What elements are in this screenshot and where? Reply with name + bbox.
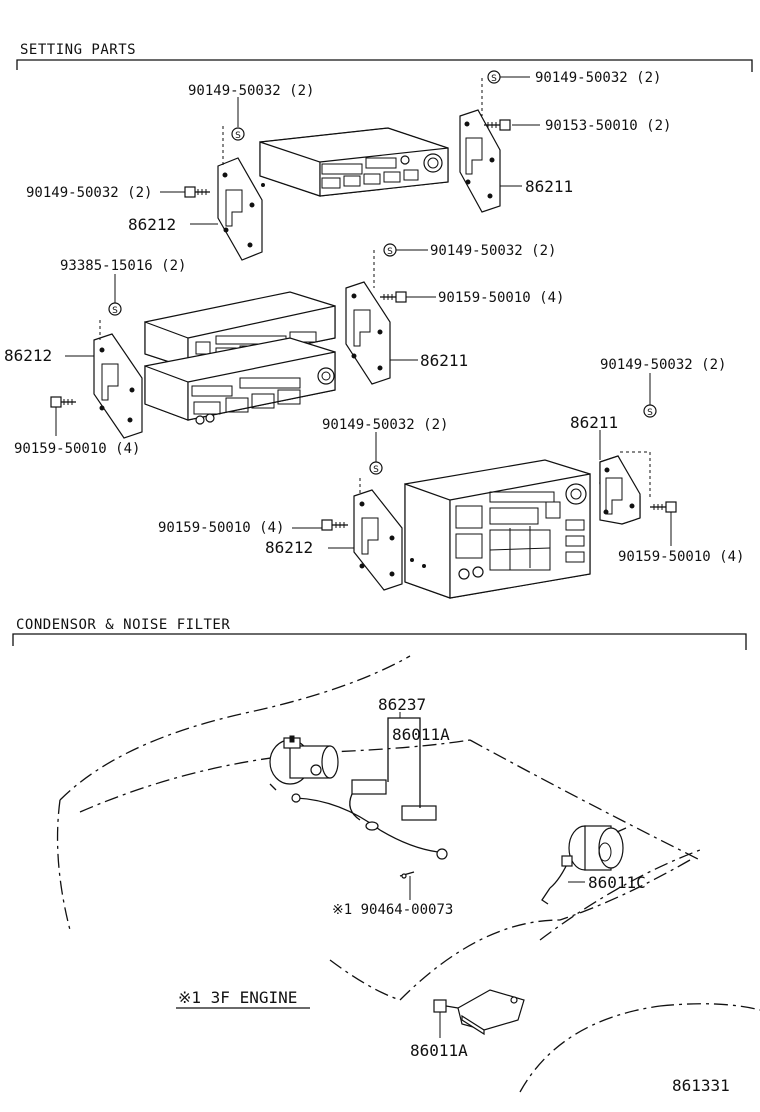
bracket-86211-mid — [345, 281, 391, 385]
screw-icon — [380, 291, 407, 303]
svg-text:S: S — [647, 408, 653, 418]
part-label: 90159-50010 (4) — [158, 520, 284, 536]
bracket-86211-low — [599, 455, 641, 525]
bracket-86212-top — [217, 157, 263, 261]
screw-icon — [321, 519, 348, 531]
part-label: 86211 — [525, 177, 573, 196]
engine-note: ※1 3F ENGINE — [178, 988, 297, 1007]
part-label: 86211 — [570, 413, 618, 432]
part-label: 86211 — [420, 351, 468, 370]
stacked-audio-units — [144, 291, 336, 425]
radio-unit-top — [259, 127, 449, 197]
part-label: 90149-50032 (2) — [535, 70, 661, 86]
bracket-86212-low — [353, 489, 403, 591]
noise-filter-wire — [291, 779, 448, 860]
screw-icon — [184, 186, 210, 198]
svg-text:S: S — [235, 131, 241, 141]
part-label: 90149-50032 (2) — [26, 185, 152, 201]
svg-text:S: S — [387, 247, 393, 257]
screw-icon — [650, 501, 677, 513]
s-stamp-icon: S — [643, 404, 657, 418]
s-stamp-icon: S — [231, 127, 245, 141]
s-stamp-icon: S — [369, 461, 383, 475]
part-label: 90149-50032 (2) — [600, 357, 726, 373]
section-title-setting-parts: SETTING PARTS — [20, 42, 136, 58]
part-label: 90159-50010 (4) — [618, 549, 744, 565]
svg-text:S: S — [373, 465, 379, 475]
s-stamp-icon: S — [383, 243, 397, 257]
bracket-86212-mid — [93, 333, 143, 439]
section-bracket-condensor — [12, 633, 747, 650]
screw-icon — [50, 396, 76, 408]
part-label: 86011C — [588, 873, 646, 892]
svg-text:S: S — [112, 306, 118, 316]
part-label: 90153-50010 (2) — [545, 118, 671, 134]
part-label: 90149-50032 (2) — [430, 243, 556, 259]
alternator-condensor — [269, 735, 339, 791]
part-label: 86212 — [4, 346, 52, 365]
part-label: 93385-15016 (2) — [60, 258, 186, 274]
figure-number: 861331 — [672, 1076, 730, 1095]
part-label: 86011A — [392, 725, 450, 744]
section-bracket-setting-parts — [16, 59, 753, 72]
small-screw — [399, 871, 415, 879]
starter-motor — [541, 825, 627, 905]
part-label: ※1 90464-00073 — [332, 902, 453, 918]
part-label: 90159-50010 (4) — [14, 441, 140, 457]
section-title-condensor: CONDENSOR & NOISE FILTER — [16, 617, 230, 633]
part-label: 86212 — [265, 538, 313, 557]
s-stamp-icon: S — [108, 302, 122, 316]
part-label: 90159-50010 (4) — [438, 290, 564, 306]
s-stamp-icon: S — [487, 70, 501, 84]
condensor-block — [433, 989, 525, 1036]
screw-icon — [484, 119, 511, 131]
part-label: 86237 — [378, 695, 426, 714]
part-label: 90149-50032 (2) — [322, 417, 448, 433]
part-label: 86212 — [128, 215, 176, 234]
part-label: 90149-50032 (2) — [188, 83, 314, 99]
radio-unit-large — [404, 459, 591, 599]
bracket-86211-top — [459, 109, 501, 213]
svg-text:S: S — [491, 74, 497, 84]
part-label: 86011A — [410, 1041, 468, 1060]
